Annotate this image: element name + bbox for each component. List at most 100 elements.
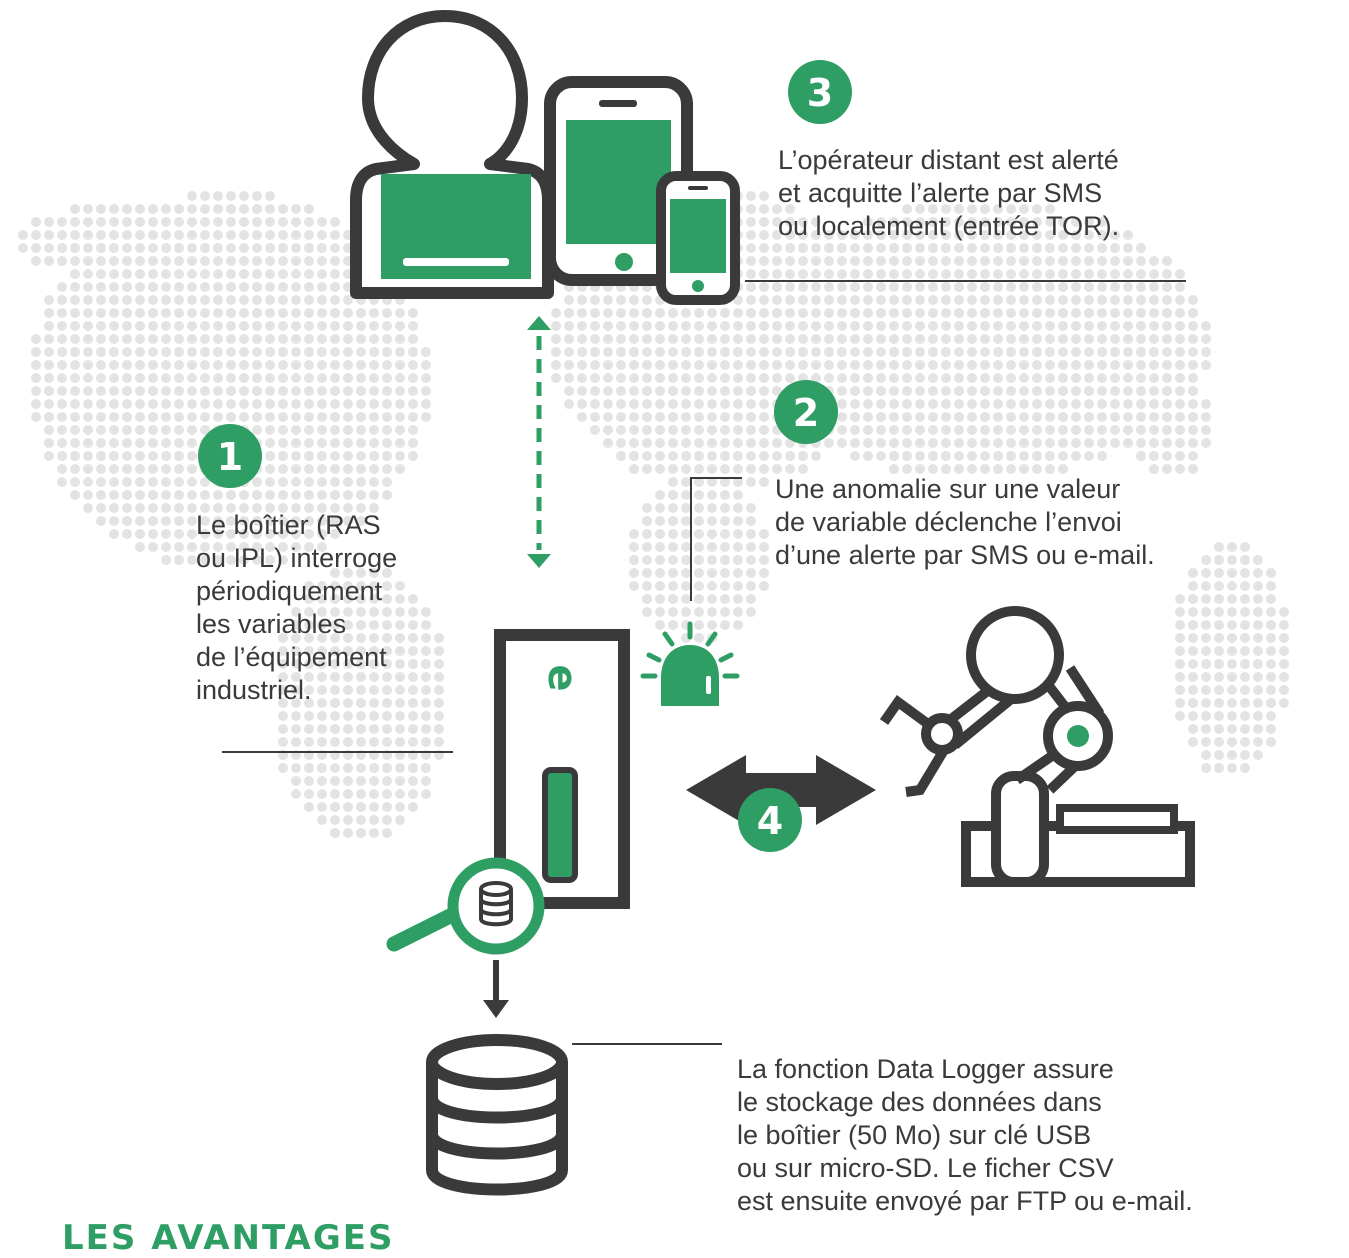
map-dot <box>187 321 197 331</box>
map-dot <box>1201 659 1211 669</box>
map-dot <box>590 321 600 331</box>
map-dot <box>148 490 158 500</box>
map-dot <box>330 620 340 630</box>
map-dot <box>759 282 769 292</box>
step-2-leader-vertical <box>690 477 692 601</box>
map-dot <box>941 321 951 331</box>
map-dot <box>837 295 847 305</box>
map-dot <box>733 308 743 318</box>
map-dot <box>369 802 379 812</box>
map-dot <box>421 789 431 799</box>
map-dot <box>57 282 67 292</box>
map-dot <box>1084 269 1094 279</box>
map-dot <box>356 334 366 344</box>
map-dot <box>200 516 210 526</box>
map-dot <box>31 386 41 396</box>
map-dot <box>681 399 691 409</box>
map-dot <box>278 347 288 357</box>
map-dot <box>694 503 704 513</box>
map-dot <box>252 191 262 201</box>
map-dot <box>1214 750 1224 760</box>
map-dot <box>291 373 301 383</box>
map-dot <box>928 321 938 331</box>
map-dot <box>369 685 379 695</box>
map-dot <box>343 815 353 825</box>
map-dot <box>291 204 301 214</box>
map-dot <box>304 230 314 240</box>
map-dot <box>135 503 145 513</box>
map-dot <box>1045 308 1055 318</box>
map-dot <box>135 373 145 383</box>
map-dot <box>161 464 171 474</box>
map-dot <box>109 282 119 292</box>
map-dot <box>109 360 119 370</box>
map-dot <box>239 191 249 201</box>
map-dot <box>434 724 444 734</box>
map-dot <box>1045 412 1055 422</box>
map-dot <box>31 399 41 409</box>
map-dot <box>642 399 652 409</box>
map-dot <box>668 451 678 461</box>
map-dot <box>616 360 626 370</box>
map-dot <box>1162 321 1172 331</box>
map-dot <box>200 529 210 539</box>
map-dot <box>330 776 340 786</box>
map-dot <box>902 295 912 305</box>
map-dot <box>343 347 353 357</box>
map-dot <box>187 217 197 227</box>
map-dot <box>902 373 912 383</box>
map-dot <box>733 334 743 344</box>
map-dot <box>200 399 210 409</box>
map-dot <box>577 373 587 383</box>
map-dot <box>265 295 275 305</box>
map-dot <box>317 217 327 227</box>
map-dot <box>720 607 730 617</box>
map-dot <box>811 243 821 253</box>
map-dot <box>226 230 236 240</box>
map-dot <box>1214 555 1224 565</box>
map-dot <box>135 412 145 422</box>
map-dot <box>1201 399 1211 409</box>
map-dot <box>1149 399 1159 409</box>
map-dot <box>954 230 964 240</box>
map-dot <box>707 412 717 422</box>
map-dot <box>655 321 665 331</box>
map-dot <box>577 386 587 396</box>
map-dot <box>265 386 275 396</box>
map-dot <box>148 256 158 266</box>
map-dot <box>148 204 158 214</box>
map-dot <box>655 308 665 318</box>
map-dot <box>642 594 652 604</box>
map-dot <box>1058 308 1068 318</box>
map-dot <box>1188 334 1198 344</box>
map-dot <box>993 347 1003 357</box>
map-dot <box>746 594 756 604</box>
map-dot <box>1019 321 1029 331</box>
map-dot <box>1084 347 1094 357</box>
map-dot <box>70 399 80 409</box>
map-dot <box>369 737 379 747</box>
map-dot <box>1266 672 1276 682</box>
map-dot <box>369 776 379 786</box>
map-dot <box>759 191 769 201</box>
map-dot <box>941 334 951 344</box>
map-dot <box>395 373 405 383</box>
map-dot <box>889 347 899 357</box>
map-dot <box>837 308 847 318</box>
map-dot <box>317 256 327 266</box>
map-dot <box>356 646 366 656</box>
map-dot <box>109 399 119 409</box>
map-dot <box>122 425 132 435</box>
map-dot <box>174 217 184 227</box>
map-dot <box>395 321 405 331</box>
map-dot <box>421 737 431 747</box>
map-dot <box>902 217 912 227</box>
map-dot <box>44 347 54 357</box>
map-dot <box>759 269 769 279</box>
map-dot <box>317 659 327 669</box>
map-dot <box>174 542 184 552</box>
map-dot <box>239 490 249 500</box>
map-dot <box>1188 399 1198 409</box>
map-dot <box>174 386 184 396</box>
map-dot <box>876 373 886 383</box>
